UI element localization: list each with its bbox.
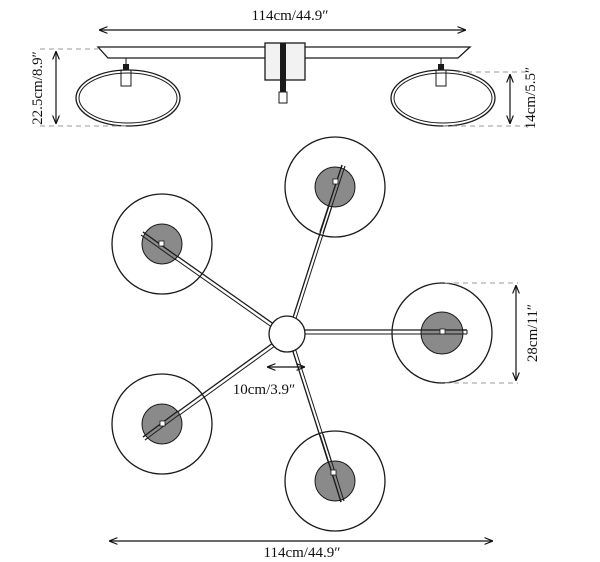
shade-height-label: 14cm/5.5″ <box>523 67 539 130</box>
left-socket <box>120 69 132 87</box>
side-view: 114cm/44.9″ 22.5cm/8.9″ 14cm/5.5″ <box>30 8 539 129</box>
center-stem <box>280 43 286 103</box>
stem-cap <box>278 91 288 104</box>
total-height-label: 22.5cm/8.9″ <box>30 51 46 125</box>
top-view: 10cm/3.9″ 28cm/11″ 114cm/44.9″ <box>110 136 541 561</box>
hub-diameter-label: 10cm/3.9″ <box>233 382 296 398</box>
bottom-width-label: 114cm/44.9″ <box>264 545 341 561</box>
central-hub <box>268 315 306 353</box>
right-socket <box>435 69 447 87</box>
shade-diameter-label: 28cm/11″ <box>525 304 541 362</box>
left-shade-side <box>75 69 181 127</box>
top-width-label: 114cm/44.9″ <box>252 8 329 24</box>
